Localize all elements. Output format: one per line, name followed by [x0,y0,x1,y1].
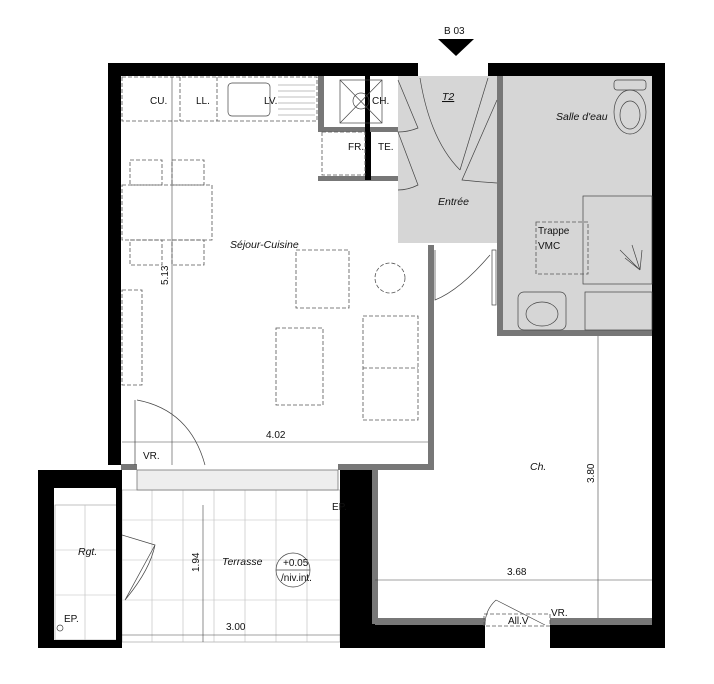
level-value: +0.05 [283,558,309,569]
dim-chambre-width: 3.68 [507,567,527,578]
label-ch: CH. [372,96,389,107]
fridge [321,131,366,176]
water-heater [339,79,383,124]
room-rangement: Rgt. [78,546,97,558]
label-ep-terrasse: EP. [332,502,347,513]
kitchen-counter [121,76,318,122]
walls [38,63,665,648]
dim-sejour-depth: 5.13 [160,265,171,285]
label-fr: FR. [348,142,364,153]
furniture [121,159,419,421]
label-ep-rgt: EP. [64,614,79,625]
dim-terrasse-depth: 1.94 [191,552,202,572]
dim-terrasse-width: 3.00 [226,622,246,633]
dim-chambre-depth: 3.80 [586,463,597,483]
label-allege: All.V [508,616,529,627]
doors [121,77,546,626]
entry-arrow-icon [438,39,474,56]
room-terrasse: Terrasse [222,556,263,568]
room-salle-eau: Salle d'eau [556,111,608,123]
entree-area [398,76,500,243]
threshold-grille [136,469,339,491]
label-vmc: VMC [538,241,560,252]
room-sejour: Séjour-Cuisine [230,239,299,251]
level-marker: +0.05 /niv.int. [275,552,312,588]
label-ll: LL. [196,96,210,107]
room-chambre: Ch. [530,461,546,473]
lot-id: B 03 [444,26,465,37]
dim-sejour-width: 4.02 [266,430,286,441]
label-te: TE. [378,142,394,153]
label-trappe: Trappe [538,226,570,237]
label-cu: CU. [150,96,167,107]
bathroom-fixtures [517,79,653,331]
label-lv: LV. [264,96,277,107]
salle-eau-area [500,76,652,334]
level-ref: /niv.int. [281,573,312,584]
label-vr-sejour: VR. [143,451,160,462]
label-vr-chambre: VR. [551,608,568,619]
dimension-lines [122,77,652,642]
unit-type: T2 [442,91,454,103]
room-entree: Entrée [438,196,469,208]
